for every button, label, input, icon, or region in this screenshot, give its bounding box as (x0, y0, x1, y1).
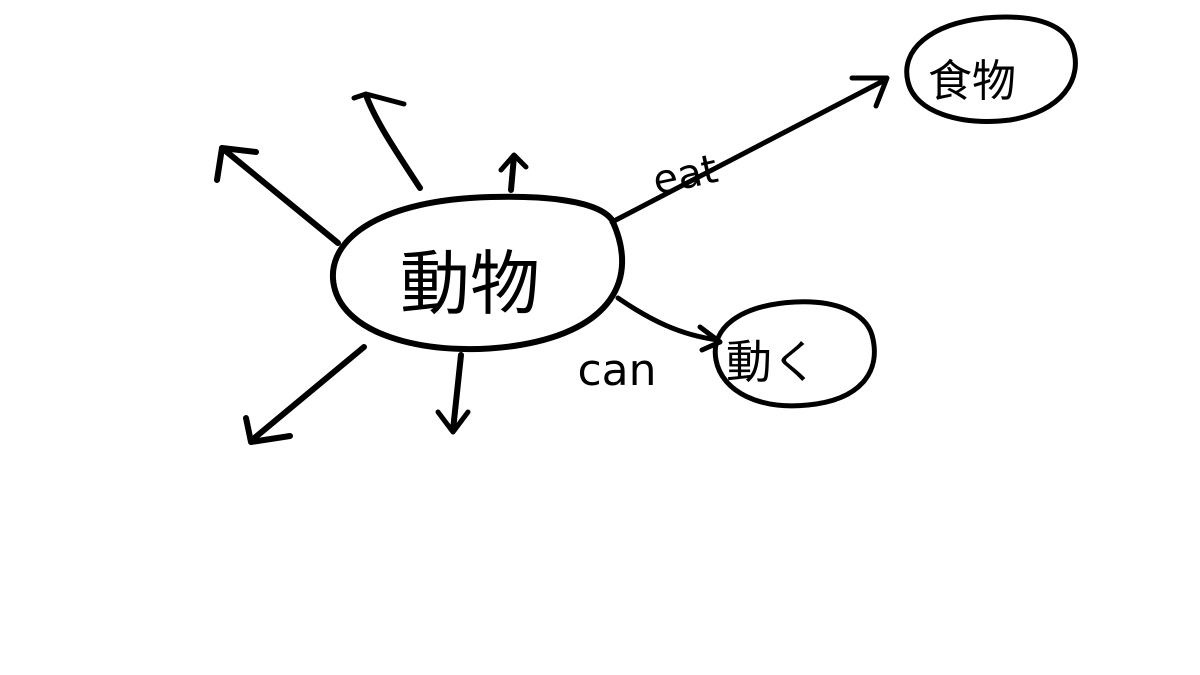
edge-eat: eat (609, 75, 890, 225)
unlabeled-arrow-up (498, 152, 529, 193)
food-node-label: 食物 (928, 56, 1016, 107)
edge-eat-arrowhead (849, 75, 890, 109)
unlabeled-arrow-up-left (351, 91, 423, 191)
unlabeled-arrow-down (435, 352, 471, 435)
move-node-label: 動く (726, 335, 818, 389)
food-node-outline (904, 14, 1078, 124)
edge-eat-line (609, 77, 888, 225)
central-node-outline (330, 193, 625, 353)
edge-can-line (615, 295, 721, 343)
unlabeled-arrow-lower-left (243, 344, 367, 445)
central-node: 動物 (330, 193, 625, 353)
edge-can-label: can (577, 345, 656, 396)
unlabeled-arrow-upper-left (214, 145, 341, 246)
move-node: 動く (712, 299, 877, 409)
food-node: 食物 (904, 14, 1078, 124)
edge-can: can (577, 295, 723, 396)
move-node-outline (712, 299, 877, 409)
edge-can-arrowhead (697, 324, 723, 353)
edge-eat-label: eat (649, 146, 722, 204)
central-node-label: 動物 (400, 243, 540, 325)
